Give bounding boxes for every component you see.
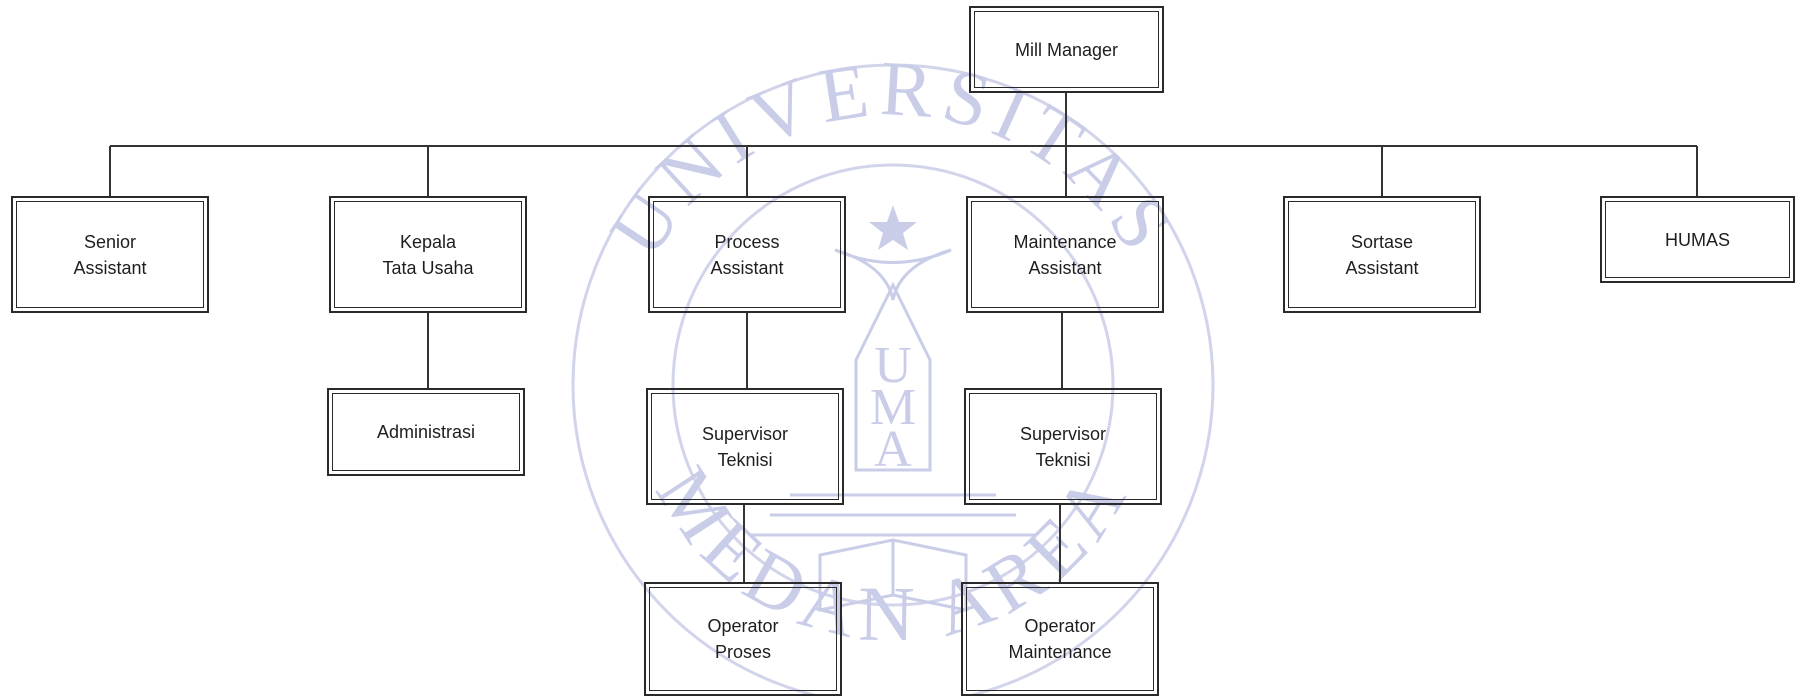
node-mill-manager: Mill Manager <box>969 6 1164 93</box>
node-label: Kepala Tata Usaha <box>382 231 474 278</box>
node-label: Operator Maintenance <box>1008 616 1112 662</box>
node-label: Senior Assistant <box>73 231 147 278</box>
node-maintenance-assistant: Maintenance Assistant <box>966 196 1164 313</box>
node-label: Maintenance Assistant <box>1013 231 1117 278</box>
node-humas: HUMAS <box>1600 196 1795 283</box>
node-supervisor-teknisi-maintenance: Supervisor Teknisi <box>964 388 1162 505</box>
node-label: Process Assistant <box>710 231 784 278</box>
node-administrasi: Administrasi <box>327 388 525 476</box>
node-label: Sortase Assistant <box>1345 231 1419 278</box>
node-label: Administrasi <box>376 422 476 442</box>
node-label: Mill Manager <box>1014 39 1119 60</box>
node-operator-proses: Operator Proses <box>644 582 842 696</box>
node-supervisor-teknisi-process: Supervisor Teknisi <box>646 388 844 505</box>
node-label: Supervisor Teknisi <box>701 423 789 470</box>
node-label: Operator Proses <box>707 616 779 662</box>
node-label: HUMAS <box>1664 229 1730 250</box>
node-process-assistant: Process Assistant <box>648 196 846 313</box>
node-senior-assistant: Senior Assistant <box>11 196 209 313</box>
node-operator-maintenance: Operator Maintenance <box>961 582 1159 696</box>
node-kepala-tata-usaha: Kepala Tata Usaha <box>329 196 527 313</box>
node-sortase-assistant: Sortase Assistant <box>1283 196 1481 313</box>
node-label: Supervisor Teknisi <box>1019 423 1107 470</box>
